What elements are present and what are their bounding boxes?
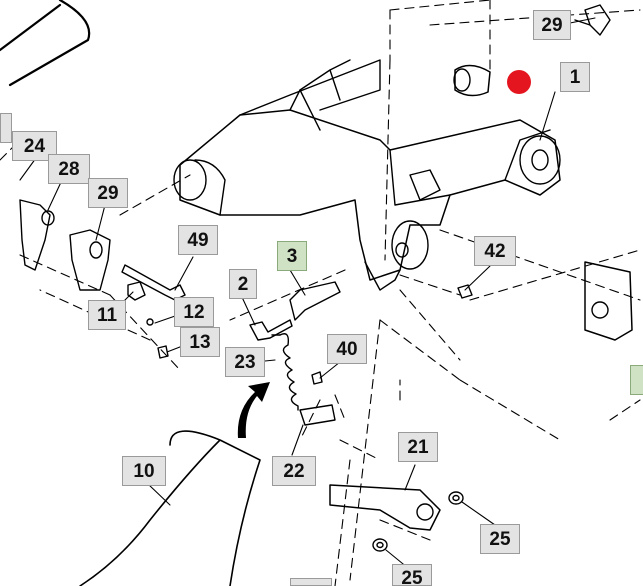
callout-29-top[interactable]: 29 <box>533 10 571 40</box>
callout-40[interactable]: 40 <box>327 334 367 364</box>
link-21 <box>329 484 441 531</box>
callout-1[interactable]: 1 <box>560 62 590 92</box>
callout-23[interactable]: 23 <box>225 347 265 377</box>
block-part <box>584 261 633 341</box>
bracket-22 <box>299 404 336 426</box>
callout-29[interactable]: 29 <box>88 178 128 208</box>
callout-3[interactable]: 3 <box>277 241 307 271</box>
callout-partial-left <box>0 113 12 143</box>
callout-25-right[interactable]: 25 <box>480 524 520 554</box>
red-dot-marker <box>507 70 531 94</box>
callout-partial-right <box>630 365 643 395</box>
clamp-29 <box>69 229 111 291</box>
callout-12[interactable]: 12 <box>174 297 214 327</box>
bolt-49 <box>121 264 186 301</box>
callout-28[interactable]: 28 <box>48 154 90 184</box>
callout-13[interactable]: 13 <box>180 327 220 357</box>
callout-10[interactable]: 10 <box>122 456 166 486</box>
panel-outline <box>0 0 91 87</box>
curved-arrow-icon <box>237 382 270 438</box>
callout-21[interactable]: 21 <box>398 432 438 462</box>
callout-22[interactable]: 22 <box>272 456 316 486</box>
callout-42[interactable]: 42 <box>474 236 516 266</box>
bushing <box>454 64 491 97</box>
callout-11[interactable]: 11 <box>88 300 126 330</box>
clamp-28 <box>19 199 51 271</box>
callout-partial-bottom <box>290 578 332 586</box>
callout-49[interactable]: 49 <box>178 225 218 255</box>
pin-3 <box>289 281 341 321</box>
spring-23 <box>279 333 299 411</box>
callout-2[interactable]: 2 <box>229 269 257 299</box>
callout-25-bottom[interactable]: 25 <box>392 564 432 586</box>
cable-harness <box>79 430 261 586</box>
